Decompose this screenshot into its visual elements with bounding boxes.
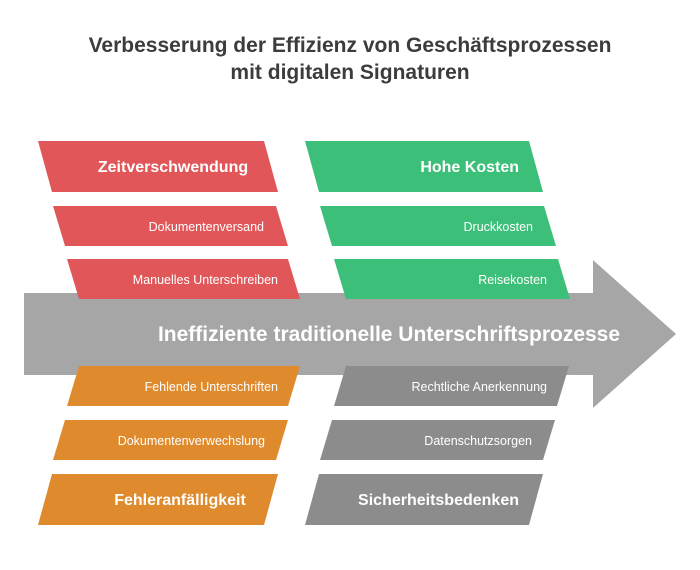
- cause-datenschutzsorgen-box: [320, 420, 555, 460]
- category-hohe-kosten-box: [305, 141, 543, 192]
- cause-dokumentenversand-box: [53, 206, 288, 246]
- diagram-title: Verbesserung der Effizienz von Geschäfts…: [0, 32, 700, 86]
- title-line-2: mit digitalen Signaturen: [230, 61, 470, 84]
- cause-druckkosten-box: [320, 206, 556, 246]
- cause-dokumentenverwechslung-box: [53, 420, 288, 460]
- cause-rechtliche-anerkennung-box: [334, 366, 569, 406]
- cause-datenschutzsorgen-label: Datenschutzsorgen: [424, 434, 532, 448]
- category-sicherheitsbedenken-label: Sicherheitsbedenken: [358, 492, 519, 509]
- category-hohe-kosten-label: Hohe Kosten: [420, 159, 519, 176]
- category-zeitverschwendung-label: Zeitverschwendung: [98, 159, 248, 176]
- spine-label: Ineffiziente traditionelle Unterschrifts…: [158, 323, 620, 346]
- cause-manuelles-unterschreiben-box: [67, 259, 300, 299]
- category-zeitverschwendung-box: [38, 141, 278, 192]
- cause-druckkosten-label: Druckkosten: [464, 220, 534, 234]
- cause-fehlende-unterschriften-box: [67, 366, 300, 406]
- cause-manuelles-unterschreiben-label: Manuelles Unterschreiben: [133, 273, 278, 287]
- category-sicherheitsbedenken-box: [305, 474, 543, 525]
- category-fehleranfaelligkeit-label: Fehleranfälligkeit: [114, 492, 246, 509]
- cause-rechtliche-anerkennung-label: Rechtliche Anerkennung: [411, 380, 547, 394]
- cause-fehlende-unterschriften-label: Fehlende Unterschriften: [145, 380, 278, 394]
- cause-dokumentenversand-label: Dokumentenversand: [149, 220, 264, 234]
- cause-dokumentenverwechslung-label: Dokumentenverwechslung: [118, 434, 265, 448]
- cause-reisekosten-label: Reisekosten: [478, 273, 547, 287]
- category-fehleranfaelligkeit-box: [38, 474, 278, 525]
- cause-reisekosten-box: [334, 259, 570, 299]
- title-line-1: Verbesserung der Effizienz von Geschäfts…: [88, 34, 612, 57]
